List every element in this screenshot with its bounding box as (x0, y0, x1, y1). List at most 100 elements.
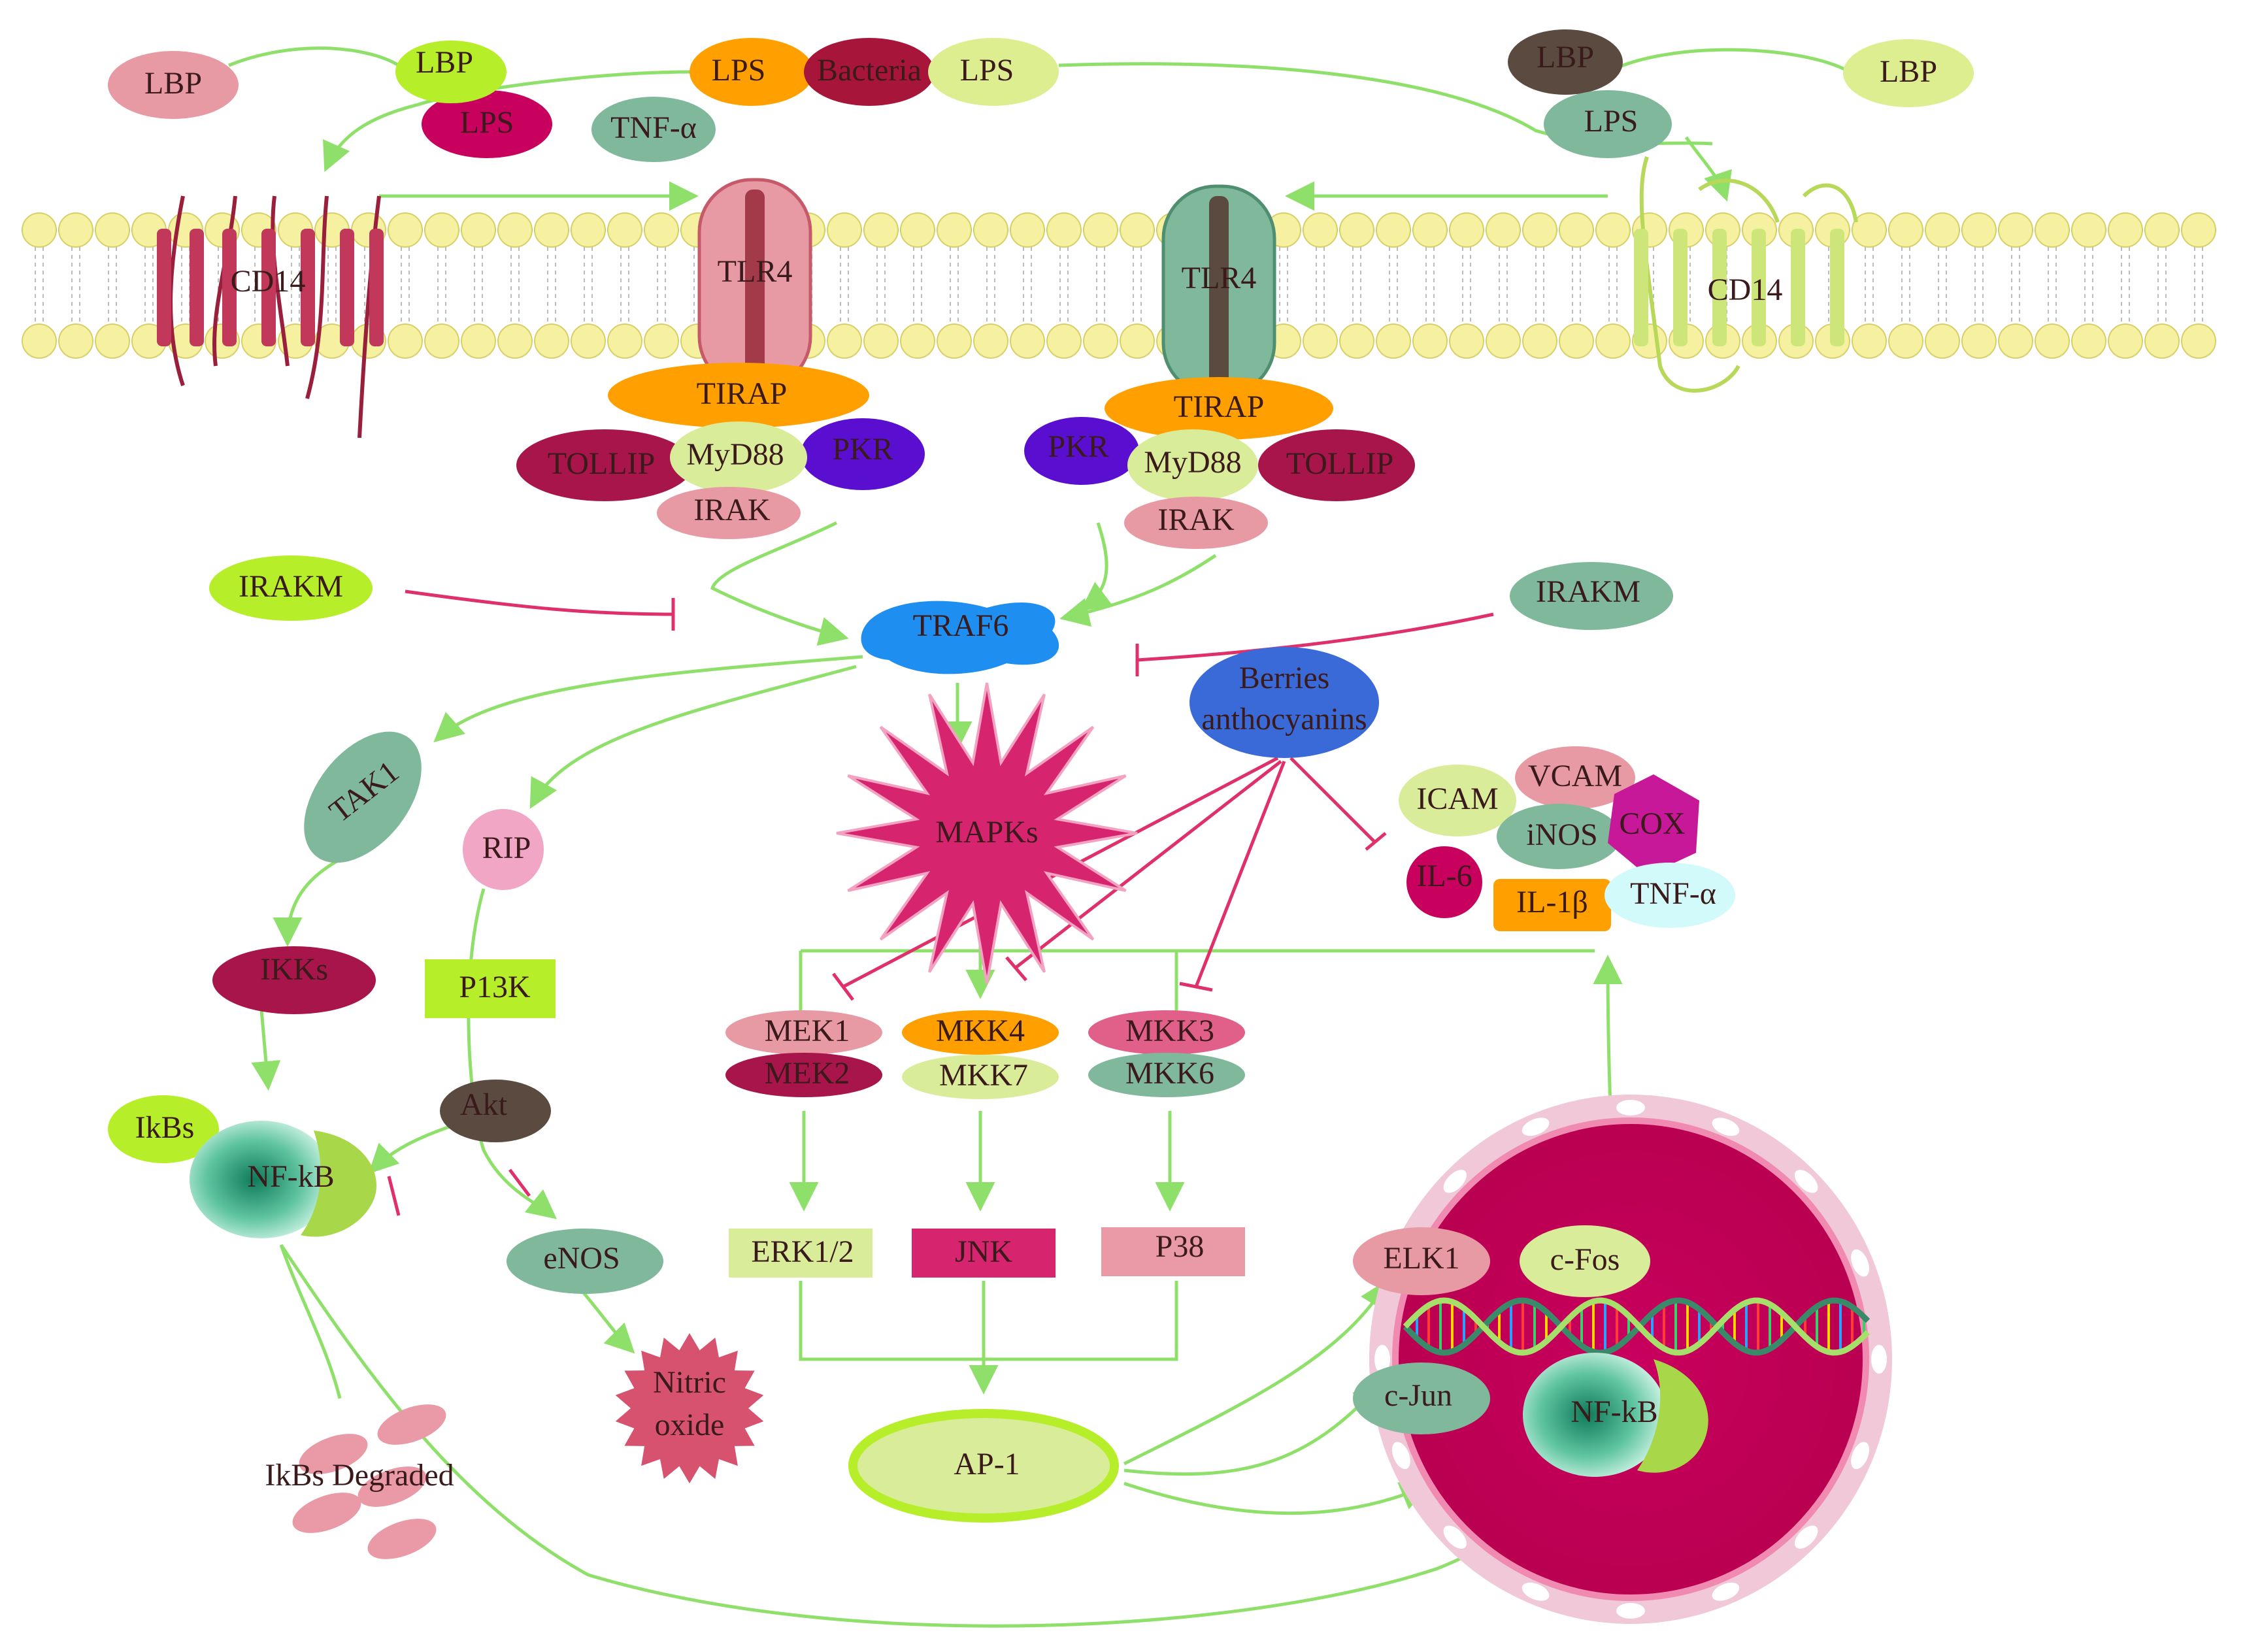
cox (1608, 774, 1699, 876)
lipid-tail (1572, 247, 1581, 324)
lipid-head (424, 212, 459, 248)
tollip-right-label: TOLLIP (1286, 446, 1393, 481)
irakm-right (1510, 562, 1673, 630)
nuclear-pore (1851, 1442, 1870, 1470)
lipid-head (2035, 212, 2070, 248)
cd14-right-helix (1673, 229, 1688, 346)
lipid-head (863, 323, 899, 359)
irak-right (1124, 497, 1268, 549)
cjun (1353, 1363, 1490, 1434)
nfkb-bound-ikb (301, 1131, 376, 1237)
lps-right-top (928, 38, 1059, 106)
inos-label: iNOS (1526, 818, 1597, 852)
lipid-tail (1865, 247, 1874, 324)
p38 (1101, 1227, 1245, 1276)
tirap-left-label: TIRAP (697, 376, 788, 411)
arrow-ikks-to-nfkb (251, 1009, 281, 1091)
mapks-burst (836, 682, 1138, 984)
cd14-left-helix (340, 229, 354, 346)
pi3k-label: P13K (459, 970, 531, 1004)
lipid-head (1376, 212, 1411, 248)
lipid-head (1339, 212, 1374, 248)
ikbs (108, 1095, 219, 1163)
lipid-tail (657, 247, 666, 324)
lipid-head (1449, 323, 1484, 359)
lipid-head (1559, 212, 1594, 248)
lipid-head (1449, 212, 1484, 248)
irakm-left-label: IRAKM (239, 569, 343, 604)
lipid-tail (1389, 247, 1398, 324)
lipid-tail (913, 247, 922, 324)
cfos (1520, 1225, 1650, 1297)
inflammatory-mediators: ICAM VCAM iNOS COX IL-6 IL-1β TNF-α (1399, 746, 1735, 931)
nfkb-cytoplasm-label: NF-kB (247, 1159, 334, 1194)
vcam (1515, 746, 1635, 809)
lipid-tail (181, 247, 190, 324)
dna-double-helix (1403, 1297, 1871, 1356)
lipid-tail (1023, 247, 1032, 324)
lipid-head (424, 323, 459, 359)
il1b (1493, 879, 1611, 931)
nuclear-pore (1616, 1603, 1645, 1619)
nuclear-pore (1712, 1582, 1740, 1601)
lipid-tail (1974, 247, 1984, 324)
nuclear-pore (1871, 1345, 1887, 1374)
cytoplasm-signaling: IRAKM IRAKM TRAF6 Berries anthocyanins T… (108, 555, 1673, 1559)
cjun-label: c-Jun (1384, 1378, 1452, 1413)
lipid-tail (1938, 247, 1947, 324)
bacteria-label: Bacteria (817, 53, 922, 88)
lipid-head (607, 323, 642, 359)
tlr4-right: TLR4 (1161, 184, 1276, 397)
lps-right (1544, 90, 1672, 158)
cd14-left-helix (301, 229, 315, 346)
lipid-head (937, 323, 972, 359)
membrane-lipid-tails (35, 247, 2203, 324)
lbp-right-dark (1508, 29, 1623, 95)
tlr4-right-label: TLR4 (1182, 261, 1257, 295)
lipid-head (827, 323, 862, 359)
tirap-right-label: TIRAP (1174, 389, 1265, 424)
ikb-fragment (358, 1466, 427, 1507)
arrow-irak-left-to-traf6 (710, 521, 849, 646)
nfkb-nucleus (1523, 1353, 1667, 1477)
lipid-head (1925, 323, 1960, 359)
icam-label: ICAM (1416, 782, 1498, 816)
lipid-tail (510, 247, 520, 324)
arrow-ap1-to-elk1 (1123, 1279, 1389, 1466)
lipid-head (1120, 323, 1155, 359)
lipid-head (22, 323, 57, 359)
il6-label: IL-6 (1416, 859, 1472, 893)
lipid-head (1339, 323, 1374, 359)
pkr-left-label: PKR (832, 432, 893, 467)
arrow-ap1-to-cjun (1123, 1381, 1384, 1476)
lbp-left-label: LBP (144, 66, 202, 101)
cd14-right-label: CD14 (1708, 273, 1783, 307)
lipid-head (1998, 212, 2033, 248)
ikks (212, 946, 376, 1014)
arrow-traf6-to-tak1 (433, 655, 863, 742)
tlr4-left: TLR4 (697, 178, 812, 391)
tnf-alpha-top-label: TNF-α (610, 110, 697, 145)
lipid-head (1486, 323, 1521, 359)
tollip-left (516, 429, 693, 501)
lps-right-top-label: LPS (960, 53, 1014, 88)
lipid-head (900, 212, 935, 248)
lipid-tail (327, 247, 337, 324)
berries-anthocyanins (1189, 647, 1379, 758)
lipid-head (900, 323, 935, 359)
mkk4 (902, 1010, 1059, 1055)
lipid-tail (840, 247, 849, 324)
tollip-right (1258, 429, 1415, 501)
irakm-right-label: IRAKM (1536, 574, 1640, 609)
ap1-label: AP-1 (954, 1447, 1020, 1481)
nuclear-pore (1443, 1170, 1467, 1193)
lipid-tail (986, 247, 995, 324)
nuclear-pore (1443, 1525, 1467, 1549)
lipid-head (607, 212, 642, 248)
extracellular-molecules: LBP LPS LBP TNF-α LPS Bacteria LPS LBP L… (108, 29, 1974, 162)
berries-label-line2: anthocyanins (1201, 702, 1367, 736)
elk1 (1353, 1227, 1490, 1295)
lps-bound-left (422, 90, 552, 158)
lipid-tail (144, 247, 154, 324)
lipid-head (1412, 323, 1448, 359)
